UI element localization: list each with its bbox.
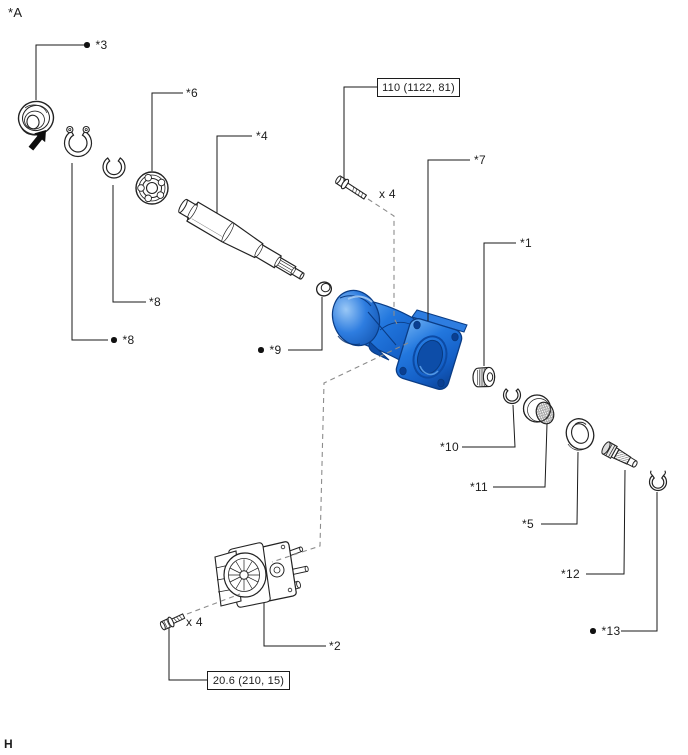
callout-label-13: *13 xyxy=(590,624,620,638)
variant-marker-text: *A xyxy=(8,5,23,20)
leader-1 xyxy=(483,242,516,366)
leader-12 xyxy=(586,469,626,575)
callout-text-4: *4 xyxy=(256,129,268,143)
dash-housing-to-actuator xyxy=(271,342,409,563)
quantity-bottom-text: x 4 xyxy=(186,615,203,629)
transfer-extension-housing xyxy=(331,289,468,390)
leader-4 xyxy=(216,135,252,213)
leader-11 xyxy=(493,423,548,488)
callout-text-1: *1 xyxy=(520,236,532,250)
callout-text-12: *12 xyxy=(561,567,580,581)
keyed-washer xyxy=(565,418,595,451)
leader-7 xyxy=(427,159,470,321)
spline-cap xyxy=(522,394,555,425)
callout-text-9: *9 xyxy=(269,343,282,357)
callout-label-1: *1 xyxy=(520,236,532,250)
leader-3 xyxy=(35,44,85,100)
callout-label-2: *2 xyxy=(329,639,341,653)
leader-torque-top xyxy=(343,86,377,182)
callout-text-11: *11 xyxy=(470,480,489,494)
quantity-label-bottom: x 4 xyxy=(186,615,203,629)
snap-ring-large xyxy=(63,125,93,158)
dash-bolt-to-housing xyxy=(367,198,398,325)
shift-actuator xyxy=(214,541,309,608)
page-index-text: H xyxy=(4,737,13,751)
callout-label-8-bottom: *8 xyxy=(111,333,134,347)
callout-text-13: *13 xyxy=(601,624,621,638)
leader-10 xyxy=(462,404,516,448)
callout-label-4: *4 xyxy=(256,129,268,143)
leader-9 xyxy=(288,297,323,351)
direction-arrow-icon xyxy=(28,130,46,151)
bullet-dot xyxy=(258,347,264,353)
bullet-dot xyxy=(84,42,90,48)
callout-text-8-bottom: *8 xyxy=(122,333,135,347)
actuator-bolt xyxy=(159,613,186,631)
callout-text-7: *7 xyxy=(474,153,486,167)
snap-ring-small xyxy=(102,157,126,179)
breather-plug xyxy=(601,441,638,468)
oil-seal xyxy=(17,100,55,136)
torque-spec-box-bottom: 20.6 (210, 15) xyxy=(207,671,290,690)
torque-spec-box-top: 110 (1122, 81) xyxy=(377,78,460,97)
leader-13 xyxy=(621,492,658,632)
callout-text-10: *10 xyxy=(440,440,459,454)
bullet-dot xyxy=(590,628,596,634)
retainer-ring xyxy=(502,388,522,405)
callout-text-3: *3 xyxy=(95,38,108,52)
callout-label-12: *12 xyxy=(561,567,580,581)
leader-2 xyxy=(263,603,326,647)
callout-label-10: *10 xyxy=(440,440,459,454)
assembly-dashed-lines xyxy=(186,198,409,615)
callout-label-11: *11 xyxy=(470,480,488,494)
leader-6 xyxy=(151,92,183,171)
pilot-bushing xyxy=(315,281,333,297)
leader-8-bottom xyxy=(71,163,108,341)
variant-marker-label: *A xyxy=(8,6,22,20)
housing-bolt xyxy=(335,175,368,200)
callout-label-5: *5 xyxy=(522,517,534,531)
callout-label-3: *3 xyxy=(84,38,107,52)
c-clip xyxy=(648,470,668,492)
callout-text-5: *5 xyxy=(522,517,534,531)
callout-label-7: *7 xyxy=(474,153,486,167)
leader-5 xyxy=(541,451,579,525)
callout-label-9: *9 xyxy=(258,343,281,357)
torque-spec-top-text: 110 (1122, 81) xyxy=(382,81,455,94)
page-index-letter: H xyxy=(4,737,13,751)
callout-text-6: *6 xyxy=(186,86,198,100)
knurled-nut xyxy=(472,366,496,388)
ball-bearing xyxy=(135,171,169,205)
dash-bolt-to-actuator xyxy=(186,593,241,615)
callout-lines xyxy=(35,44,658,681)
quantity-top-text: x 4 xyxy=(379,187,396,201)
callout-label-8-top: *8 xyxy=(149,295,161,309)
torque-spec-bottom-text: 20.6 (210, 15) xyxy=(212,674,285,687)
callout-text-8-top: *8 xyxy=(149,295,161,309)
leader-8-top xyxy=(112,185,146,303)
output-shaft xyxy=(178,198,305,280)
bullet-dot xyxy=(111,337,117,343)
callout-label-6: *6 xyxy=(186,86,198,100)
callout-text-2: *2 xyxy=(329,639,341,653)
quantity-label-top: x 4 xyxy=(379,187,396,201)
leader-torque-bottom xyxy=(168,628,207,681)
